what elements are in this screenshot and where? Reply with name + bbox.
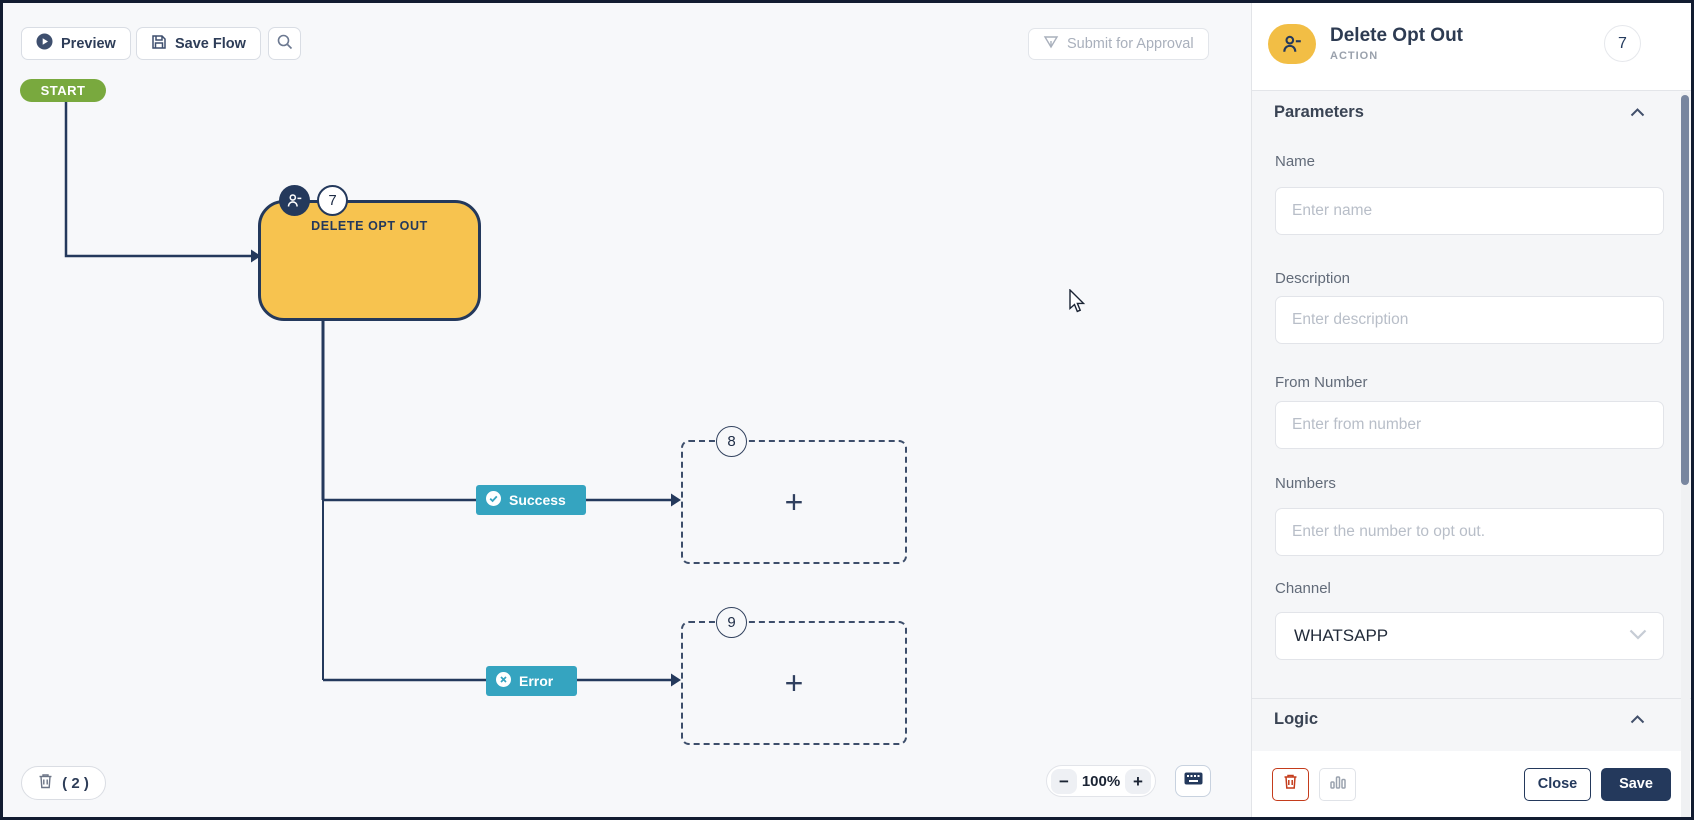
channel-select[interactable]: WHATSAPP [1275,612,1664,660]
chevron-up-icon [1630,104,1645,122]
chevron-down-icon [1629,627,1647,645]
trash-icon [1283,773,1298,795]
deleted-items-count: ( 2 ) [62,774,89,792]
panel-footer: Close Save [1252,751,1691,817]
close-button[interactable]: Close [1524,767,1591,801]
analytics-button[interactable] [1319,767,1356,801]
keyboard-shortcuts-button[interactable] [1175,765,1211,797]
save-flow-button-label: Save Flow [175,35,246,52]
person-minus-icon [1268,23,1316,64]
flow-connectors [64,102,681,687]
submit-for-approval-button[interactable]: Submit for Approval [1028,28,1209,60]
node-title: DELETE OPT OUT [311,219,428,233]
send-icon [1043,34,1059,54]
save-flow-button[interactable]: Save Flow [136,27,261,60]
section-divider [1252,698,1691,699]
zoom-in-button[interactable]: + [1125,768,1151,794]
zoom-control: − 100% + [1046,765,1156,797]
deleted-items-button[interactable]: ( 2 ) [21,766,106,800]
panel-subtitle: ACTION [1330,50,1379,62]
preview-button-label: Preview [61,35,116,52]
logic-section-header[interactable]: Logic [1274,710,1645,729]
parameters-section-header[interactable]: Parameters [1274,103,1645,122]
delete-node-button[interactable] [1272,767,1309,801]
node-number-badge: 7 [317,185,348,216]
zoom-level: 100% [1081,772,1121,790]
panel-scrollbar-thumb[interactable] [1681,95,1689,485]
box-9-number-badge: 9 [716,607,747,638]
description-field-label: Description [1275,270,1351,287]
error-branch-label[interactable]: Error [486,666,577,696]
add-step-box-8[interactable]: 8 + [681,426,907,564]
plus-icon: + [784,664,804,701]
channel-selected-value: WHATSAPP [1294,626,1389,645]
search-button[interactable] [268,27,301,60]
numbers-field-label: Numbers [1275,475,1336,492]
numbers-input[interactable] [1275,508,1664,556]
channel-field-label: Channel [1275,580,1331,597]
save-icon [151,34,167,54]
panel-title: Delete Opt Out [1330,25,1464,46]
submit-for-approval-label: Submit for Approval [1067,36,1194,52]
chevron-up-icon [1630,711,1645,729]
plus-icon: + [784,483,804,520]
start-node-label: START [40,83,86,98]
success-branch-label[interactable]: Success [476,485,586,515]
keyboard-icon [1184,772,1203,790]
box-8-number-badge: 8 [716,426,747,457]
from-number-field-label: From Number [1275,374,1368,391]
node-config-panel: Delete Opt Out ACTION 7 Parameters Name … [1251,3,1691,817]
panel-number-badge: 7 [1604,25,1641,62]
description-input[interactable] [1275,296,1664,344]
delete-opt-out-node[interactable]: 7 DELETE OPT OUT [258,185,481,321]
play-circle-icon [36,33,53,54]
from-number-input[interactable] [1275,401,1664,449]
person-minus-icon [279,185,310,216]
panel-header: Delete Opt Out ACTION 7 [1252,3,1691,91]
x-circle-icon [496,672,511,690]
check-circle-icon [486,491,501,509]
name-field-label: Name [1275,153,1316,170]
search-icon [277,34,293,54]
bar-chart-icon [1329,774,1346,794]
preview-button[interactable]: Preview [21,27,131,60]
name-input[interactable] [1275,187,1664,235]
cursor-pointer [1066,288,1088,320]
trash-icon [38,773,53,793]
add-step-box-9[interactable]: 9 + [681,607,907,745]
save-button[interactable]: Save [1601,767,1671,801]
start-node[interactable]: START [20,79,106,102]
panel-scrollbar [1681,92,1690,817]
zoom-out-button[interactable]: − [1051,768,1077,794]
